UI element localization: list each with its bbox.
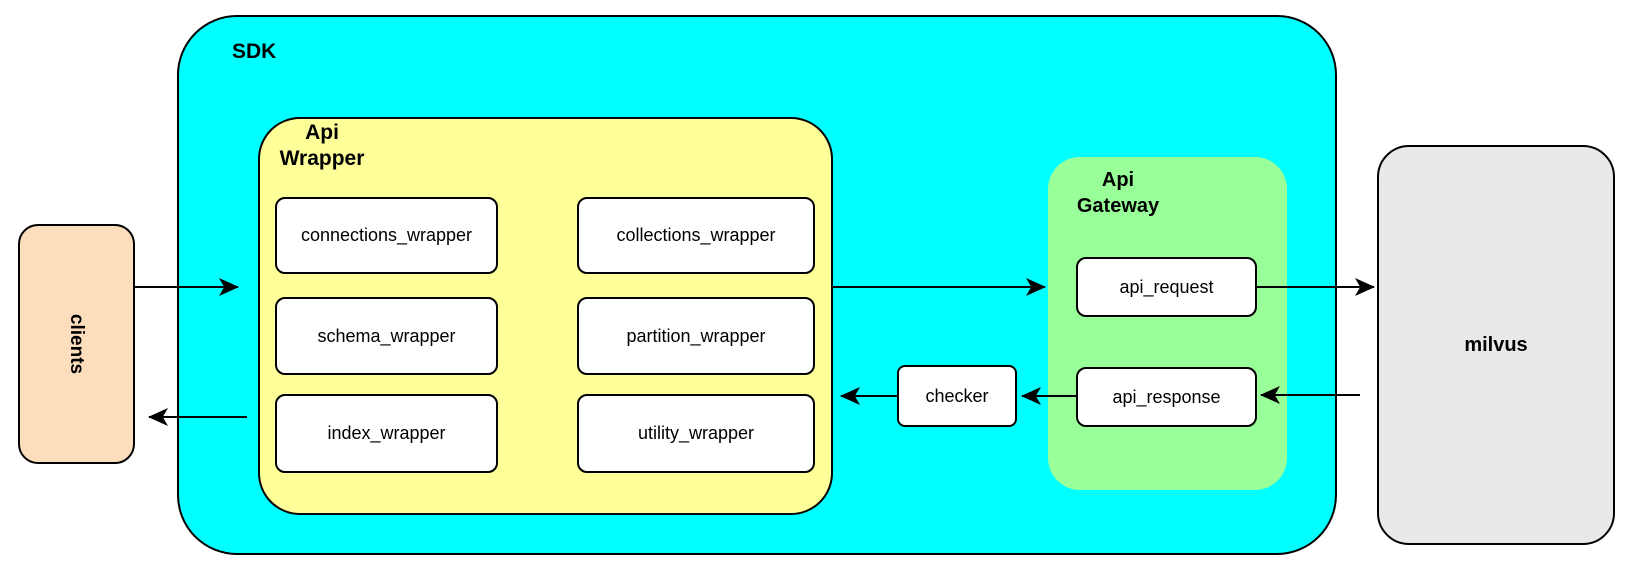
api-wrapper-label: Api Wrapper [268,120,376,172]
node-label: clients [66,313,88,375]
node-connections-wrapper: connections_wrapper [275,197,498,274]
api-wrapper-label-line2: Wrapper [279,147,365,170]
node-label: utility_wrapper [637,423,755,443]
node-label: schema_wrapper [317,325,456,346]
api-gateway-label: Api Gateway [1058,167,1178,219]
node-label: api_response [1112,386,1221,407]
api-gateway-container [1048,157,1287,490]
node-label: index_wrapper [327,423,446,443]
node-clients: clients [18,224,135,464]
node-api-request: api_request [1076,257,1257,317]
node-api-response: api_response [1076,367,1257,427]
sdk-label: SDK [232,40,277,63]
api-wrapper-label-line1: Api [305,121,339,144]
api-gateway-label-line1: Api [1101,169,1135,191]
node-milvus: milvus [1377,145,1615,545]
node-checker: checker [897,365,1017,427]
api-gateway-label-line2: Gateway [1076,195,1160,217]
node-label: api_request [1119,276,1214,297]
node-collections-wrapper: collections_wrapper [577,197,815,274]
node-label: partition_wrapper [626,325,766,346]
node-label: milvus [1464,333,1528,356]
node-label: checker [925,385,989,406]
node-schema-wrapper: schema_wrapper [275,297,498,375]
node-utility-wrapper: utility_wrapper [577,394,815,473]
node-label: connections_wrapper [300,225,473,245]
node-partition-wrapper: partition_wrapper [577,297,815,375]
node-label: collections_wrapper [616,225,776,245]
node-index-wrapper: index_wrapper [275,394,498,473]
